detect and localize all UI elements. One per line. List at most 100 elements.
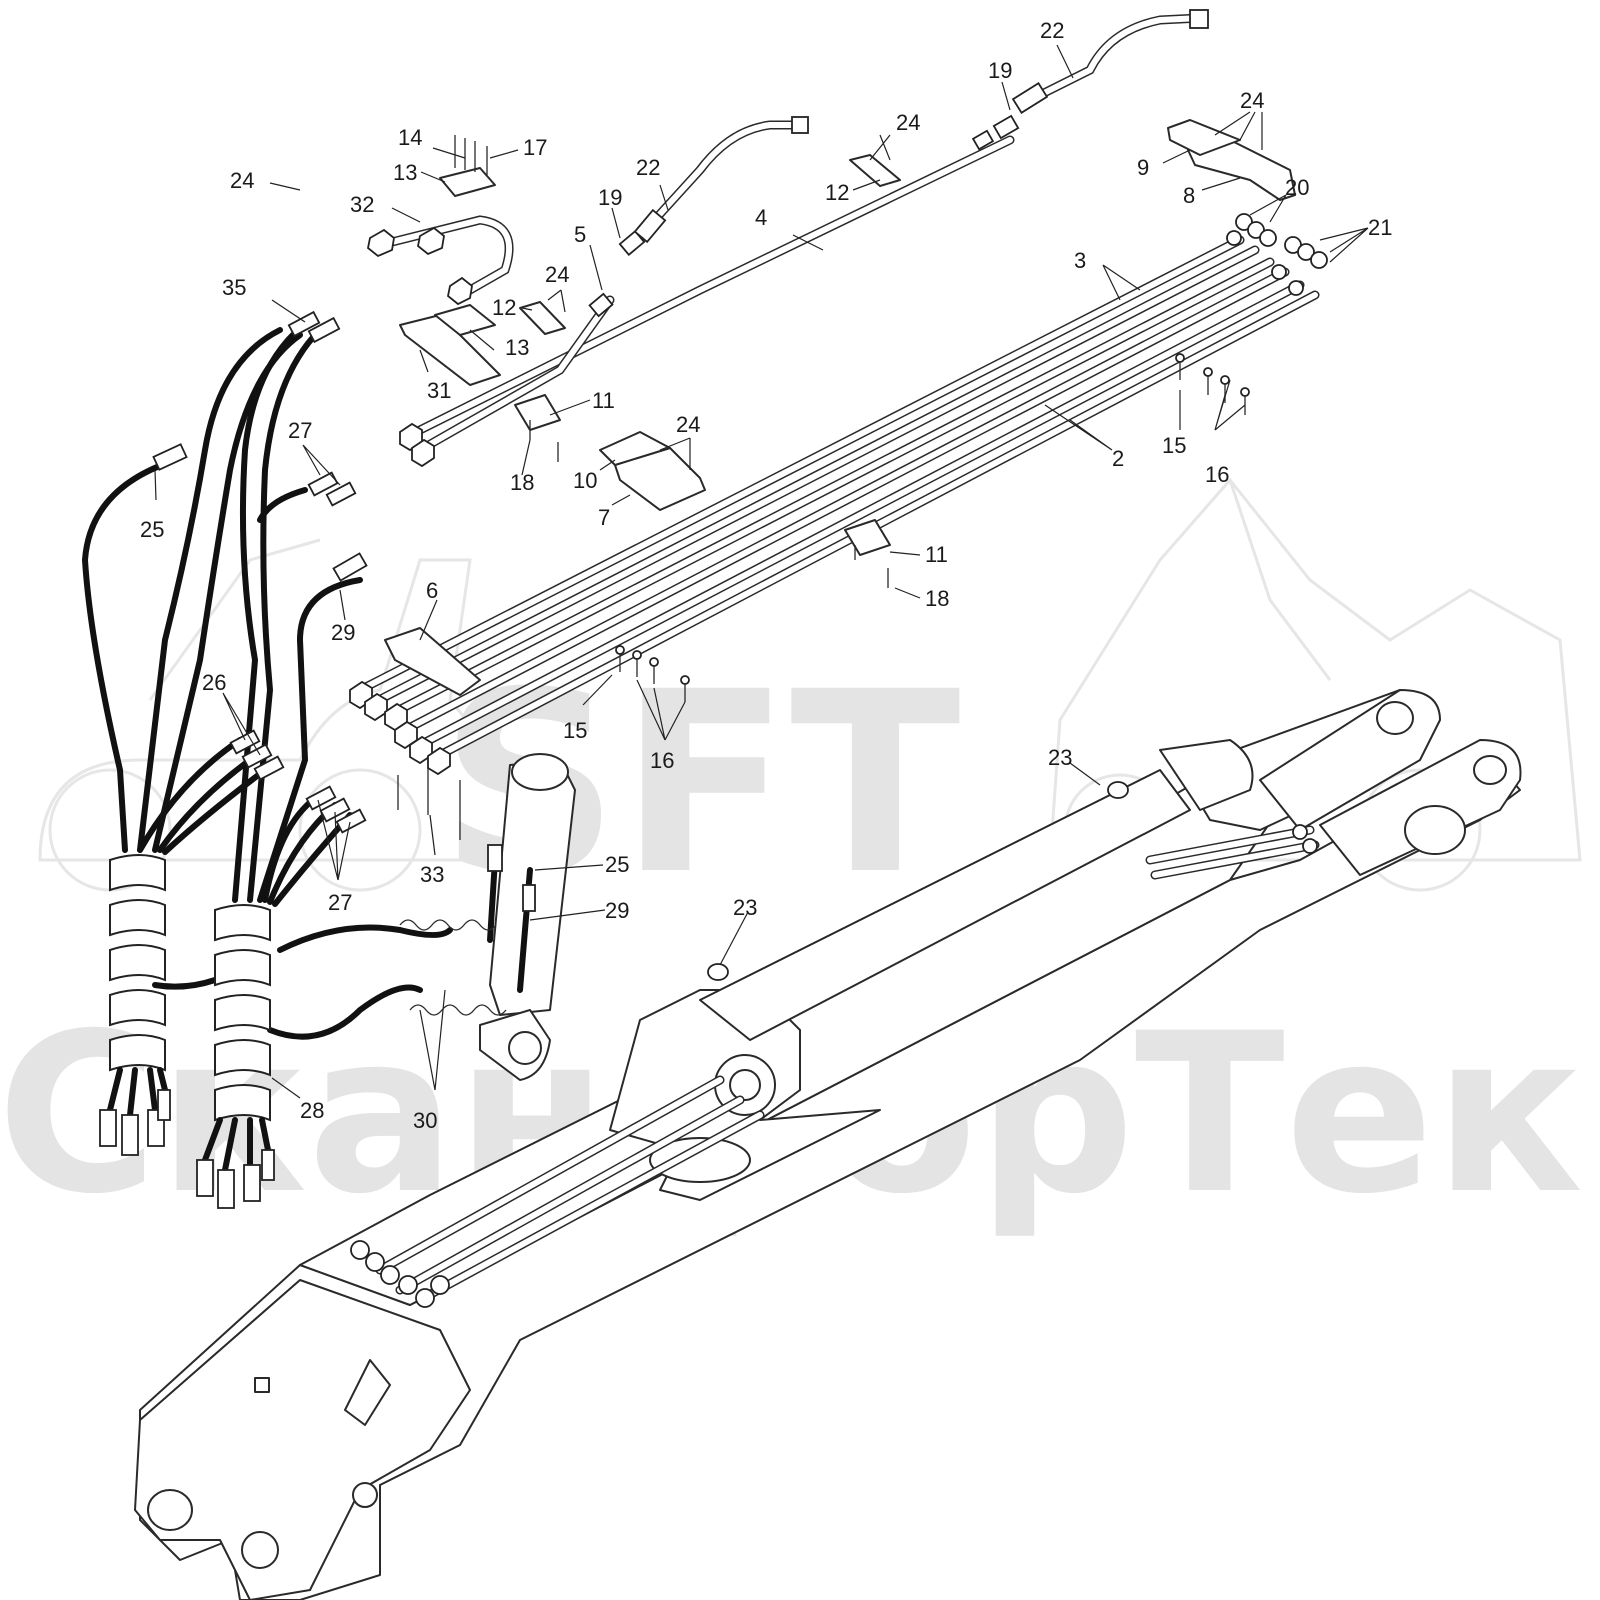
boom-cylinder-barrel <box>699 769 1191 1041</box>
boom-foot-hole-right <box>241 1531 279 1569</box>
plate-31 <box>399 314 501 386</box>
label-30: 30 <box>413 1108 437 1133</box>
hose-end-27d <box>319 797 351 823</box>
label-24: 24 <box>230 168 254 193</box>
label-21: 21 <box>1368 215 1392 240</box>
label-15: 15 <box>563 718 587 743</box>
label-31: 31 <box>427 378 451 403</box>
part-labels: 22 19 24 24 9 8 20 21 12 4 3 14 17 13 24… <box>140 18 1392 1133</box>
clamp-11-upper <box>514 394 561 431</box>
label-11: 11 <box>592 388 615 413</box>
label-11: 11 <box>925 542 948 567</box>
label-2: 2 <box>1112 446 1124 471</box>
label-33: 33 <box>420 862 444 887</box>
label-27: 27 <box>328 890 352 915</box>
label-23: 23 <box>1048 745 1072 770</box>
hose-end-27a <box>307 471 339 497</box>
pipe-3a <box>400 267 1290 735</box>
boom-foot-bracket <box>344 1359 391 1426</box>
label-26: 26 <box>202 670 226 695</box>
spiral-guard-30-upper <box>399 919 497 931</box>
leader-lines <box>154 44 1369 1099</box>
boom-rear-lug-hole <box>1473 755 1507 785</box>
label-10: 10 <box>573 468 597 493</box>
hose-end-35a <box>287 310 321 338</box>
label-13: 13 <box>393 160 417 185</box>
hose-end-25 <box>152 443 188 471</box>
label-29: 29 <box>331 620 355 645</box>
clamp-13-upper <box>439 167 496 197</box>
clamp-plate-10 <box>599 431 671 466</box>
label-23: 23 <box>733 895 757 920</box>
label-24: 24 <box>676 412 700 437</box>
pipe-3b <box>415 280 1305 750</box>
bolts <box>397 135 1250 840</box>
label-14: 14 <box>398 125 422 150</box>
plate-12-lower <box>519 301 566 335</box>
pipe-2b <box>370 245 1260 707</box>
bolts-15-16-lower <box>615 645 690 702</box>
clamp-plate-9 <box>1167 119 1241 156</box>
boom-foot-hole-left <box>147 1489 193 1531</box>
fittings-20-21-right <box>1226 213 1328 296</box>
fittings-left-ends <box>349 226 473 776</box>
hose-22-upper <box>1011 9 1209 114</box>
label-29: 29 <box>605 898 629 923</box>
label-24: 24 <box>545 262 569 287</box>
fitting-5-nut <box>588 292 614 318</box>
boom-bracket-pin-hole <box>729 1069 761 1101</box>
label-24: 24 <box>1240 88 1264 113</box>
plate-12-upper <box>849 154 901 187</box>
label-20: 20 <box>1285 175 1309 200</box>
pipe-32-u-bend <box>375 215 514 295</box>
label-5: 5 <box>574 222 586 247</box>
label-24: 24 <box>896 110 920 135</box>
detail-cylinder-head <box>511 753 569 791</box>
hose-end-35b <box>307 316 341 344</box>
pipe-5 <box>415 295 615 455</box>
label-3: 3 <box>1074 248 1086 273</box>
pipe-set-long <box>355 135 1320 760</box>
boom-bushing <box>1404 805 1466 855</box>
label-7: 7 <box>598 505 610 530</box>
label-13: 13 <box>505 335 529 360</box>
label-16: 16 <box>1205 462 1229 487</box>
hose-wrap-left <box>109 854 166 1072</box>
spiral-guard-30-lower <box>409 1004 507 1016</box>
boom-foot-plate <box>134 1279 471 1600</box>
pipe-fittings <box>349 114 1328 776</box>
hose-end-27b <box>325 481 357 507</box>
boom-rear-lug <box>1319 739 1522 876</box>
label-15: 15 <box>1162 433 1186 458</box>
pipe-2c <box>390 257 1275 717</box>
boom-bracket-slot <box>649 1137 751 1183</box>
hose-end-26c <box>253 755 285 781</box>
label-9: 9 <box>1137 155 1149 180</box>
hose-22-lower <box>633 116 809 244</box>
boom-plate-tag <box>254 1377 270 1393</box>
hose-wrap-right <box>214 904 271 1122</box>
label-12: 12 <box>825 180 849 205</box>
fitting-23-upper <box>1107 781 1129 799</box>
label-28: 28 <box>300 1098 324 1123</box>
clamp-13-lower <box>434 304 496 336</box>
label-18: 18 <box>925 586 949 611</box>
label-17: 17 <box>523 135 547 160</box>
hose-end-26a <box>229 729 261 755</box>
pipe-2a <box>355 235 1245 695</box>
label-18: 18 <box>510 470 534 495</box>
label-25: 25 <box>140 517 164 542</box>
label-27: 27 <box>288 418 312 443</box>
bolts-18 <box>529 420 889 588</box>
bolts-33 <box>397 765 461 840</box>
bolts-15-16-upper <box>1175 353 1250 415</box>
label-35: 35 <box>222 275 246 300</box>
hose-end-29 <box>332 552 368 582</box>
label-4: 4 <box>755 205 767 230</box>
label-6: 6 <box>426 578 438 603</box>
label-16: 16 <box>650 748 674 773</box>
detail-cylinder-eye-hole <box>508 1031 542 1065</box>
boom-foot-hole-small <box>352 1482 378 1508</box>
boom-pipe-cluster-front <box>1145 824 1320 880</box>
